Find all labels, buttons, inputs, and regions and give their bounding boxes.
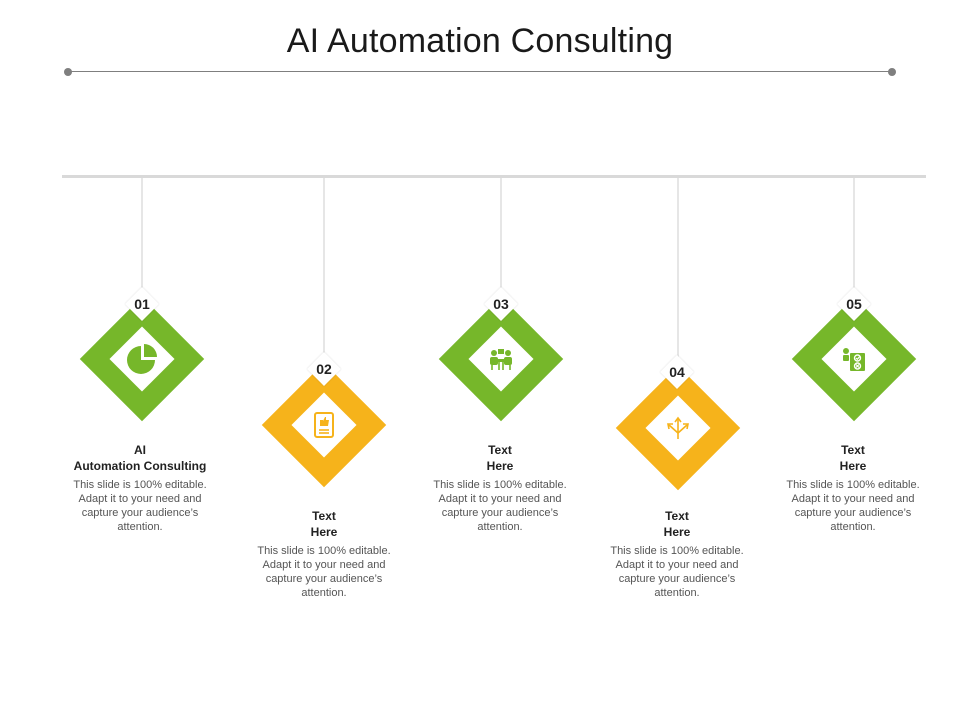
item-heading-line2: Automation Consulting bbox=[73, 459, 207, 473]
item-heading-line2: Here bbox=[486, 459, 514, 473]
step-number: 03 bbox=[493, 296, 509, 312]
text-block-4: Text Here This slide is 100% editable. A… bbox=[602, 508, 752, 600]
diamond-5 bbox=[791, 296, 917, 422]
number-badge-4: 04 bbox=[657, 352, 697, 392]
number-badge-5: 05 bbox=[834, 284, 874, 324]
item-heading-line1: Text bbox=[665, 509, 689, 523]
item-heading-line2: Here bbox=[839, 459, 867, 473]
timeline-top-line bbox=[62, 175, 926, 178]
number-badge-2: 02 bbox=[304, 349, 344, 389]
text-block-2: Text Here This slide is 100% editable. A… bbox=[249, 508, 399, 600]
meeting-icon bbox=[481, 339, 521, 379]
item-body: This slide is 100% editable. Adapt it to… bbox=[433, 479, 567, 533]
item-body: This slide is 100% editable. Adapt it to… bbox=[73, 479, 207, 533]
item-body: This slide is 100% editable. Adapt it to… bbox=[610, 545, 744, 599]
step-number: 02 bbox=[316, 361, 332, 377]
stem-3 bbox=[500, 178, 502, 300]
diamond-1 bbox=[79, 296, 205, 422]
number-badge-3: 03 bbox=[481, 284, 521, 324]
strategy-board-icon bbox=[834, 339, 874, 379]
thumbs-up-document-icon bbox=[304, 405, 344, 445]
item-heading-line2: Here bbox=[310, 525, 338, 539]
title-rule-dot-left bbox=[64, 68, 72, 76]
split-arrows-icon bbox=[658, 408, 698, 448]
item-body: This slide is 100% editable. Adapt it to… bbox=[786, 479, 920, 533]
diamond-2 bbox=[261, 362, 387, 488]
step-number: 05 bbox=[846, 296, 862, 312]
item-heading-line2: Here bbox=[663, 525, 691, 539]
item-heading-line1: AI bbox=[134, 443, 146, 457]
step-number: 01 bbox=[134, 296, 150, 312]
stem-2 bbox=[323, 178, 325, 368]
text-block-3: Text Here This slide is 100% editable. A… bbox=[425, 442, 575, 534]
number-badge-1: 01 bbox=[122, 284, 162, 324]
stem-1 bbox=[141, 178, 143, 300]
pie-chart-icon bbox=[122, 339, 162, 379]
text-block-1: AI Automation Consulting This slide is 1… bbox=[65, 442, 215, 534]
item-body: This slide is 100% editable. Adapt it to… bbox=[257, 545, 391, 599]
stem-4 bbox=[677, 178, 679, 368]
title-rule-dot-right bbox=[888, 68, 896, 76]
diamond-3 bbox=[438, 296, 564, 422]
diamond-4 bbox=[615, 365, 741, 491]
slide-title: AI Automation Consulting bbox=[286, 22, 674, 60]
step-number: 04 bbox=[669, 364, 685, 380]
stem-5 bbox=[853, 178, 855, 300]
text-block-5: Text Here This slide is 100% editable. A… bbox=[778, 442, 928, 534]
item-heading-line1: Text bbox=[488, 443, 512, 457]
item-heading-line1: Text bbox=[841, 443, 865, 457]
title-rule bbox=[68, 71, 892, 72]
item-heading-line1: Text bbox=[312, 509, 336, 523]
